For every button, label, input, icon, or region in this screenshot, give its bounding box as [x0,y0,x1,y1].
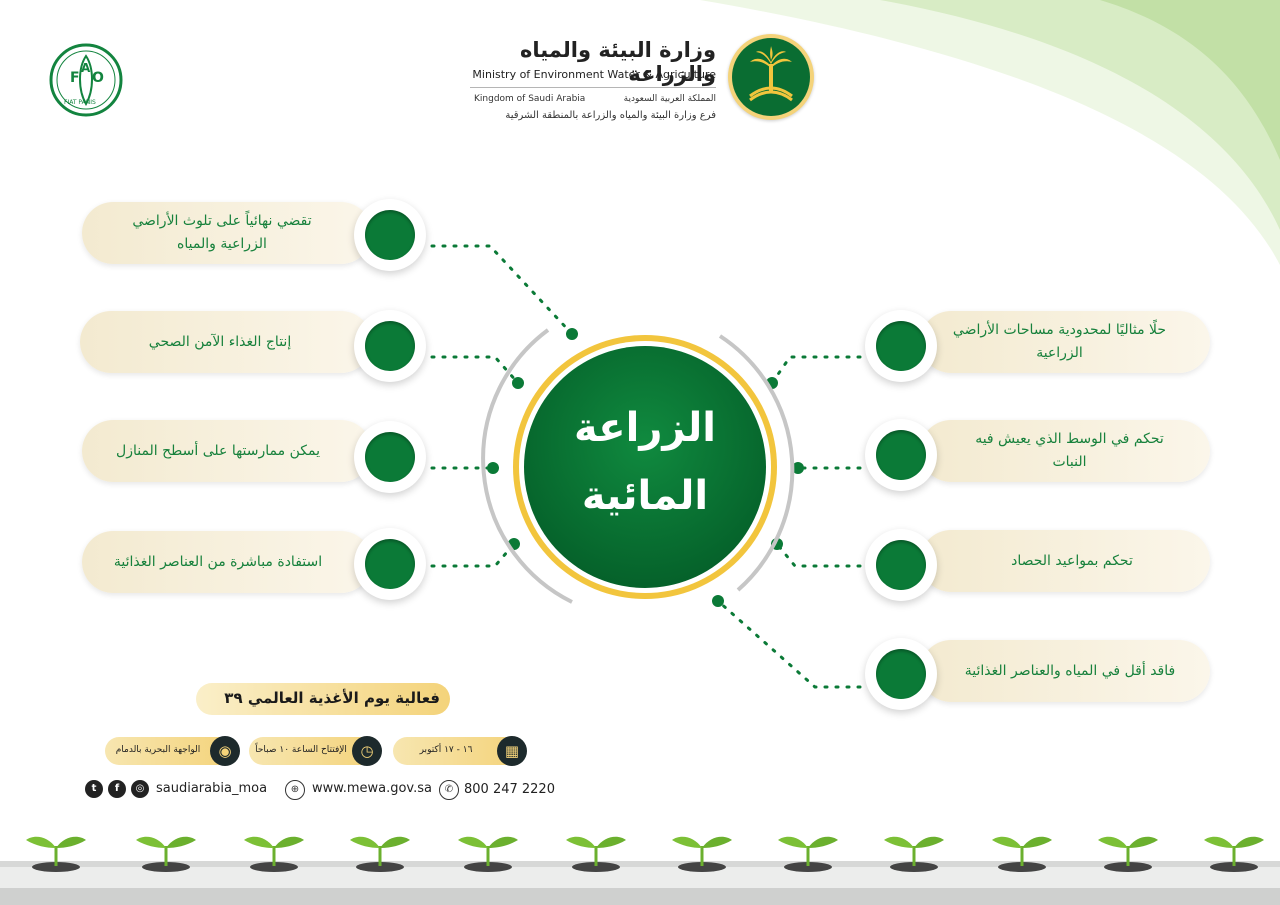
seedling-icon [1198,828,1270,873]
seedling-icon [344,828,416,873]
left-item-pill-3 [82,420,372,482]
seedling-icon [560,828,632,873]
globe-icon: ⊕ [285,780,305,800]
calendar-icon: ▦ [497,736,527,766]
corner-swoosh-mid [880,0,1280,230]
left-item-bubble-1 [354,199,426,271]
arc-left [481,328,573,604]
location-pin-icon: ◉ [210,736,240,766]
right-item-text-2: تحكم في الوسط الذي يعيش فيه النبات [975,431,1164,470]
arc-right [718,334,795,592]
right-item-pill-4 [920,640,1210,702]
right-item-pill-1 [920,311,1210,373]
seedling-icon [878,828,950,873]
instagram-icon[interactable]: ◎ [131,780,149,798]
right-item-bubble-2 [865,419,937,491]
left-item-pill-4 [82,531,372,593]
seedling-icon [986,828,1058,873]
right-item-bubble-4 [865,638,937,710]
twitter-icon[interactable]: t [85,780,103,798]
fao-letter-a: A [81,61,91,75]
center-title-line2: المائية [581,473,709,519]
ministry-name-en: Ministry of Environment Water & Agricult… [472,68,716,81]
right-item-pill-2 [920,420,1210,482]
seedling-icon [130,828,202,873]
kingdom-en: Kingdom of Saudi Arabia [474,94,586,104]
center-title-line1: الزراعة [574,405,716,451]
palm-swords-emblem-icon [749,46,793,102]
left-item-text-4: استفادة مباشرة من العناصر الغذائية [113,554,323,570]
seedling-icon [452,828,524,873]
event-title-banner [196,683,450,715]
ministry-name-ar: وزارة البيئة والمياه والزراعة [519,38,716,86]
right-item-text-4: فاقد أقل في المياه والعناصر الغذائية [964,663,1176,679]
seedling-icon [238,828,310,873]
kingdom-ar: المملكة العربية السعودية [623,94,716,104]
ministry-emblem [728,34,814,120]
seedling-icon [1092,828,1164,873]
phone-number[interactable]: 800 247 2220 [464,782,555,797]
left-item-text-1: تقضي نهائياً على تلوث الأراضي الزراعية و… [132,213,312,252]
seedling-icon [20,828,92,873]
right-item-bubble-3 [865,529,937,601]
fao-logo-icon: F A O FIAT PANIS [48,42,124,118]
left-item-pill-2 [80,311,372,373]
branch-ar: فرع وزارة البيئة والمياه والزراعة بالمنط… [505,110,716,121]
right-item-text-1: حلًا مثاليًا لمحدودية مساحات الأراضي الز… [952,322,1167,361]
clock-icon: ◷ [352,736,382,766]
corner-swoosh-dark [1100,0,1280,160]
right-item-bubble-1 [865,310,937,382]
left-item-bubble-2 [354,310,426,382]
center-green-disc [524,346,766,588]
right-item-pill-3 [920,530,1210,592]
event-title: فعالية يوم الأغذية العالمي ٣٩ [224,689,440,707]
left-item-pill-1 [82,202,372,264]
left-item-bubble-4 [354,528,426,600]
phone-icon: ✆ [439,780,459,800]
event-date: ١٦ - ١٧ أكتوبر [419,745,473,755]
left-item-bubble-3 [354,421,426,493]
event-location: الواجهة البحرية بالدمام [115,745,201,755]
event-time: الإفتتاح الساعة ١٠ صباحاً [255,745,347,755]
right-item-text-3: تحكم بمواعيد الحصاد [1011,553,1133,569]
fao-letter-o: O [92,70,104,86]
header-divider [470,87,716,88]
facebook-icon[interactable]: f [108,780,126,798]
fao-motto: FIAT PANIS [64,99,96,106]
seedling-icon [772,828,844,873]
left-item-text-3: يمكن ممارستها على أسطح المنازل [116,443,320,459]
website-link[interactable]: www.mewa.gov.sa [312,781,432,796]
fao-letter-f: F [70,70,80,86]
seedling-icon [666,828,738,873]
social-handle[interactable]: saudiarabia_moa [156,781,268,796]
left-item-text-2: إنتاج الغذاء الآمن الصحي [148,334,292,350]
